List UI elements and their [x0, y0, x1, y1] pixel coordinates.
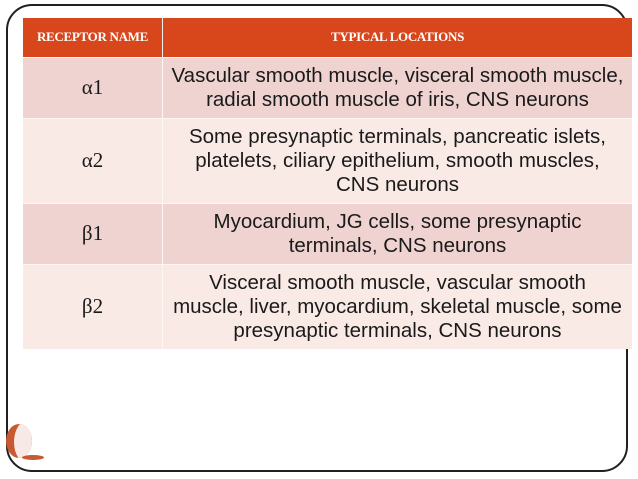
column-header-receptor-name: RECEPTOR NAME	[23, 18, 163, 58]
corner-crescent-tail-decoration	[22, 455, 44, 460]
cell-typical-locations: Myocardium, JG cells, some presynaptic t…	[162, 202, 632, 265]
table-header: RECEPTOR NAME TYPICAL LOCATIONS	[23, 18, 632, 58]
cell-typical-locations: Some presynaptic terminals, pancreatic i…	[162, 117, 632, 204]
cell-typical-locations: Visceral smooth muscle, vascular smooth …	[162, 263, 632, 349]
cell-receptor-name: α2	[23, 117, 163, 204]
cell-receptor-name: β2	[23, 263, 163, 349]
adrenergic-receptor-table: RECEPTOR NAME TYPICAL LOCATIONS α1 Vascu…	[23, 18, 632, 349]
cell-receptor-name: β1	[23, 202, 163, 265]
corner-crescent-decoration	[6, 424, 32, 458]
table-row: β1 Myocardium, JG cells, some presynapti…	[23, 202, 632, 265]
table-row: β2 Visceral smooth muscle, vascular smoo…	[23, 263, 632, 349]
cell-typical-locations: Vascular smooth muscle, visceral smooth …	[162, 57, 632, 119]
cell-receptor-name: α1	[23, 57, 163, 119]
table-header-row: RECEPTOR NAME TYPICAL LOCATIONS	[23, 18, 632, 58]
table-body: α1 Vascular smooth muscle, visceral smoo…	[23, 57, 632, 349]
column-header-typical-locations: TYPICAL LOCATIONS	[162, 18, 632, 58]
table-row: α2 Some presynaptic terminals, pancreati…	[23, 117, 632, 204]
table-row: α1 Vascular smooth muscle, visceral smoo…	[23, 57, 632, 119]
